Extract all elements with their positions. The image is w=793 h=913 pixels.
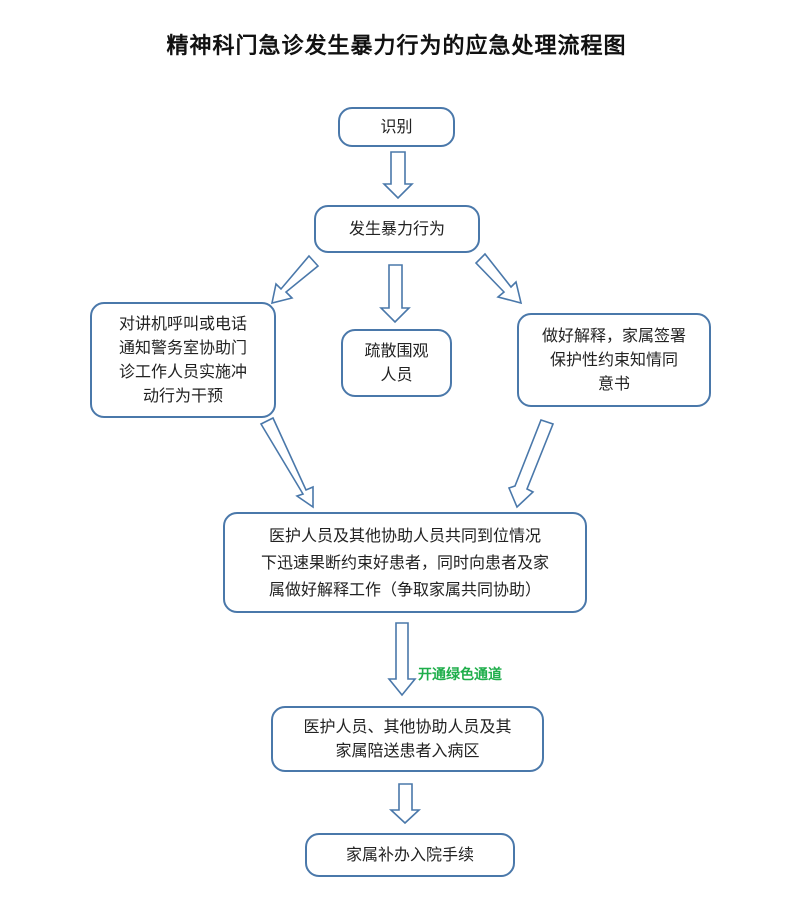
page-title: 精神科门急诊发生暴力行为的应急处理流程图	[166, 34, 627, 59]
arrow-violence-to-disperse	[379, 264, 411, 324]
node-admission: 家属补办入院手续	[305, 833, 515, 877]
arrow-callpolice-to-restrain	[259, 416, 314, 509]
node-restrain-text: 医护人员及其他协助人员共同到位情况 下迅速果断约束好患者，同时向患者及家 属做好…	[260, 526, 549, 599]
node-admission-text: 家属补办入院手续	[345, 845, 474, 864]
arrow-identify-to-violence	[382, 151, 414, 200]
node-violence: 发生暴力行为	[314, 205, 480, 253]
arrow-escort-to-admission	[388, 783, 422, 825]
node-call-police-text: 对讲机呼叫或电话 通知警务室协助门 诊工作人员实施冲 动行为干预	[118, 314, 247, 405]
node-explain-sign: 做好解释，家属签署 保护性约束知情同 意书	[517, 313, 711, 407]
arrow-violence-to-explain	[474, 252, 523, 305]
arrow-restrain-to-escort	[387, 622, 417, 697]
node-identify: 识别	[338, 107, 455, 147]
node-escort-text: 医护人员、其他协助人员及其 家属陪送患者入病区	[303, 717, 512, 760]
node-disperse: 疏散围观 人员	[341, 329, 452, 397]
arrow-violence-to-callpolice	[270, 254, 320, 305]
node-explain-sign-text: 做好解释，家属签署 保护性约束知情同 意书	[541, 326, 686, 393]
green-channel-label: 开通绿色通道	[418, 667, 502, 683]
node-escort: 医护人员、其他协助人员及其 家属陪送患者入病区	[271, 706, 544, 772]
arrow-explain-to-restrain	[507, 419, 555, 509]
node-restrain: 医护人员及其他协助人员共同到位情况 下迅速果断约束好患者，同时向患者及家 属做好…	[223, 512, 587, 613]
node-violence-text: 发生暴力行为	[348, 219, 445, 238]
node-disperse-text: 疏散围观 人员	[364, 341, 429, 384]
node-call-police: 对讲机呼叫或电话 通知警务室协助门 诊工作人员实施冲 动行为干预	[90, 302, 276, 418]
node-identify-text: 识别	[380, 117, 413, 136]
